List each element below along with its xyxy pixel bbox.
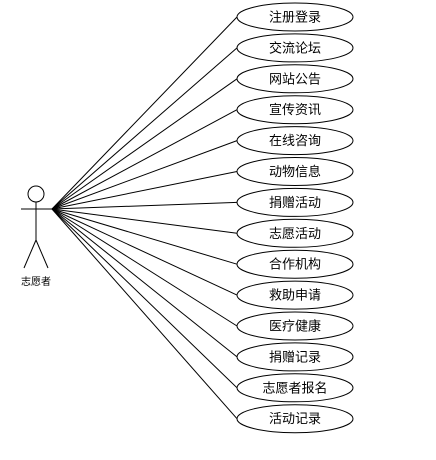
use-case: 志愿活动	[236, 218, 354, 248]
use-case-ellipse	[236, 342, 354, 372]
use-case-ellipse	[236, 2, 354, 32]
use-case-label: 志愿者报名	[262, 380, 327, 396]
actor-label: 志愿者	[21, 275, 51, 288]
use-case-ellipse	[236, 64, 354, 94]
use-case-list: 注册登录交流论坛网站公告宣传资讯在线咨询动物信息捐赠活动志愿活动合作机构救助申请…	[236, 2, 354, 434]
association-line	[51, 208, 238, 234]
actor-volunteer: 志愿者	[21, 185, 52, 288]
use-case-label: 救助申请	[269, 288, 321, 304]
use-case-ellipse	[236, 187, 354, 217]
use-case: 动物信息	[236, 157, 354, 186]
use-case-ellipse	[236, 311, 354, 341]
use-case: 救助申请	[236, 280, 354, 310]
use-case: 交流论坛	[236, 33, 354, 63]
use-case-label: 交流论坛	[269, 40, 321, 56]
use-case-label: 捐赠记录	[269, 350, 321, 365]
association-line	[51, 208, 238, 358]
association-line	[51, 171, 238, 210]
use-case: 捐赠活动	[236, 187, 354, 217]
association-line	[51, 208, 238, 265]
use-case-ellipse	[236, 95, 354, 125]
use-case-label: 医疗健康	[269, 319, 321, 335]
use-case-label: 合作机构	[269, 258, 321, 273]
association-line	[51, 208, 238, 389]
association-line	[51, 47, 238, 210]
use-case: 合作机构	[236, 249, 354, 279]
use-case: 活动记录	[236, 404, 354, 434]
actor-head	[27, 185, 45, 203]
use-case-label: 宣传资讯	[269, 102, 321, 118]
association-line	[51, 208, 238, 296]
use-case-label: 注册登录	[269, 11, 321, 26]
actor-left-leg	[23, 239, 37, 269]
actor-right-leg	[35, 239, 49, 269]
use-case-ellipse	[236, 157, 354, 186]
association-line	[51, 208, 238, 327]
use-case-ellipse	[236, 373, 354, 403]
use-case-label: 动物信息	[269, 164, 321, 180]
use-case-label: 网站公告	[269, 72, 321, 87]
use-case: 医疗健康	[236, 311, 354, 341]
use-case-ellipse	[236, 280, 354, 310]
association-line	[51, 109, 238, 210]
use-case-label: 志愿活动	[269, 227, 321, 242]
use-case-ellipse	[236, 218, 354, 248]
association-line	[51, 78, 238, 210]
use-case-ellipse	[236, 404, 354, 434]
association-line	[51, 140, 238, 210]
use-case-ellipse	[236, 33, 354, 63]
association-line	[51, 201, 238, 210]
use-case: 宣传资讯	[236, 95, 354, 125]
association-line	[51, 16, 238, 210]
use-case-label: 在线咨询	[269, 134, 321, 149]
use-case: 在线咨询	[236, 126, 354, 156]
use-case: 注册登录	[236, 2, 354, 32]
use-case: 捐赠记录	[236, 342, 354, 372]
use-case: 网站公告	[236, 64, 354, 94]
use-case-label: 捐赠活动	[269, 196, 321, 211]
use-case-ellipse	[236, 249, 354, 279]
association-lines	[51, 16, 238, 420]
use-case-label: 活动记录	[269, 412, 321, 427]
use-case: 志愿者报名	[236, 373, 354, 403]
use-case-ellipse	[236, 126, 354, 156]
association-line	[51, 208, 238, 420]
